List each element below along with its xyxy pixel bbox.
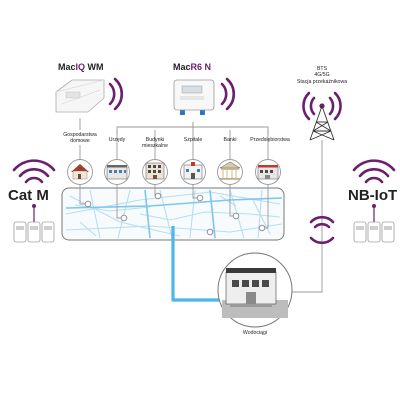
- macr6-title: MacR6 N: [173, 62, 211, 72]
- category-label-line1: Przedsiębiorstwa: [250, 137, 290, 143]
- bts-tower-icon: [309, 105, 335, 141]
- category-label-offices: Urzędy: [100, 137, 134, 143]
- cat-m-meters-icon: [13, 204, 55, 243]
- category-label-line1: Budynki: [145, 137, 165, 143]
- maciq-title-accent: IQ: [75, 62, 86, 72]
- maciq-device-icon: [55, 79, 105, 113]
- macr6-title-prefix: Mac: [173, 62, 191, 72]
- macr6-device-icon: [173, 79, 215, 115]
- hospital-icon: [180, 159, 206, 185]
- category-label-banks: Banki: [214, 137, 246, 143]
- category-label-line1: Gospodarstwa: [63, 132, 97, 138]
- waterworks-icon: [217, 252, 293, 328]
- maciq-title-prefix: Mac: [58, 62, 76, 72]
- maciq-title-suffix: WM: [85, 62, 104, 72]
- maciq-title: MacIQ WM: [58, 62, 104, 72]
- nb-iot-label: NB-IoT: [348, 187, 398, 204]
- house-icon: [67, 159, 93, 185]
- waterworks-label: Wodociągi: [242, 330, 268, 336]
- nb-iot-meters-icon: [353, 204, 395, 243]
- category-label-line1: Banki: [223, 137, 237, 143]
- office-icon: [104, 159, 130, 185]
- category-label-hospitals: Szpitale: [176, 137, 210, 143]
- category-label-line2: domowe: [70, 138, 90, 144]
- category-label-line1: Urzędy: [108, 137, 126, 143]
- bank-icon: [217, 159, 243, 185]
- city-map: [61, 187, 285, 241]
- category-icons: [67, 159, 281, 185]
- signal-icons: [12, 77, 396, 245]
- macr6-title-accent: R6 N: [190, 62, 212, 72]
- bts-label-line2: 4G/5G: [314, 72, 330, 79]
- category-label-enterprises: Przedsiębiorstwa: [244, 137, 296, 143]
- bts-label-line1: BTS: [316, 66, 328, 72]
- category-label-line1: Szpitale: [183, 137, 203, 143]
- map-pins: [84, 192, 266, 236]
- factory-icon: [255, 159, 281, 185]
- category-label-residential: Budynki mieszkalne: [134, 137, 176, 149]
- category-label-households: Gospodarstwa domowe: [56, 132, 104, 144]
- water-pipe: [171, 226, 222, 302]
- bts-label: BTS 4G/5G Stacja przekaźnikowa: [292, 66, 352, 85]
- apartment-icon: [142, 159, 168, 185]
- connection-lines: [79, 118, 323, 293]
- category-label-line2: mieszkalne: [142, 143, 168, 149]
- bts-label-line3: Stacja przekaźnikowa: [296, 78, 348, 85]
- cat-m-label: Cat M: [8, 187, 49, 204]
